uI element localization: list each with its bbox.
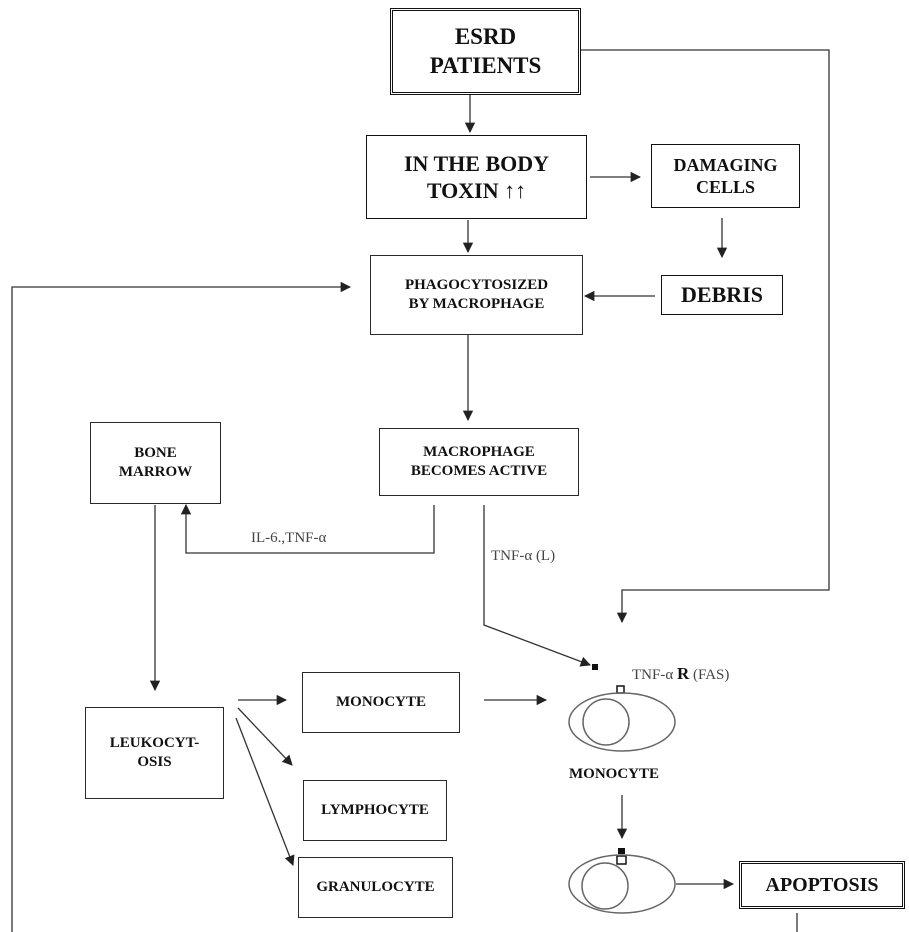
apoptosis-box: APOPTOSIS xyxy=(739,861,905,909)
monocyte-box: MONOCYTE xyxy=(302,672,460,733)
body-toxin-line2: TOXIN ↑↑ xyxy=(426,178,527,203)
macro-line2: BECOMES ACTIVE xyxy=(410,463,548,479)
tnf-receptor-suffix: (FAS) xyxy=(692,667,730,683)
granulocyte-box: GRANULOCYTE xyxy=(298,857,453,918)
phago-line1: PHAGOCYTOSIZED xyxy=(404,277,549,294)
tnf-ligand-marker xyxy=(592,664,598,670)
macro-line1: MACROPHAGE xyxy=(423,444,535,461)
tnf-receptor-prefix: TNF-α xyxy=(632,667,674,683)
damaging-line2: CELLS xyxy=(695,177,756,197)
bone-line1: BONE xyxy=(134,445,177,462)
lymphocyte-box: LYMPHOCYTE xyxy=(303,780,447,841)
lymphocyte-label: LYMPHOCYTE xyxy=(321,802,429,819)
leuko-line1: LEUKOCYT- xyxy=(109,735,200,752)
arrow-leuko-to-granulocyte xyxy=(235,717,295,866)
phagocytosized-box: PHAGOCYTOSIZED BY MACROPHAGE xyxy=(370,255,583,335)
bone-line2: MARROW xyxy=(118,464,193,480)
body-toxin-line1: IN THE BODY xyxy=(403,150,550,176)
monocyte-cell-label: MONOCYTE xyxy=(569,766,659,782)
monocyte-cell-1 xyxy=(568,692,676,752)
bone-marrow-box: BONE MARROW xyxy=(90,422,221,504)
phago-line2: BY MACROPHAGE xyxy=(408,296,545,312)
apoptosis-label: APOPTOSIS xyxy=(765,873,879,896)
arrow-leuko-to-lymphocyte xyxy=(237,707,293,766)
receptor-marker-lower-filled xyxy=(618,848,625,854)
granulocyte-label: GRANULOCYTE xyxy=(316,879,435,896)
esrd-line2: PATIENTS xyxy=(429,52,542,78)
tnf-receptor-label: TNF-α R (FAS) xyxy=(632,664,729,684)
damaging-line1: DAMAGING xyxy=(673,154,778,175)
tnf-receptor-r: R xyxy=(676,664,690,683)
arrow-left-loop xyxy=(11,281,352,932)
receptor-marker-lower-open xyxy=(616,855,627,865)
arrow-macro-to-receptor xyxy=(483,505,591,667)
arrow-macro-to-bone xyxy=(180,503,435,554)
monocyte-cell-2 xyxy=(568,854,676,914)
debris-box: DEBRIS xyxy=(661,275,783,315)
il6-tnf-label: IL-6.,TNF-α xyxy=(251,530,327,546)
debris-label: DEBRIS xyxy=(681,282,763,308)
macrophage-active-box: MACROPHAGE BECOMES ACTIVE xyxy=(379,428,579,496)
arrow-esrd-to-monocyte xyxy=(580,49,830,624)
tnf-ligand-label: TNF-α (L) xyxy=(491,548,556,564)
leukocytosis-box: LEUKOCYT- OSIS xyxy=(85,707,224,799)
leuko-line2: OSIS xyxy=(137,754,172,770)
esrd-patients-box: ESRD PATIENTS xyxy=(390,8,581,95)
monocyte-label: MONOCYTE xyxy=(336,694,426,711)
tnf-receptor-marker xyxy=(616,685,625,694)
esrd-line1: ESRD xyxy=(454,23,517,49)
